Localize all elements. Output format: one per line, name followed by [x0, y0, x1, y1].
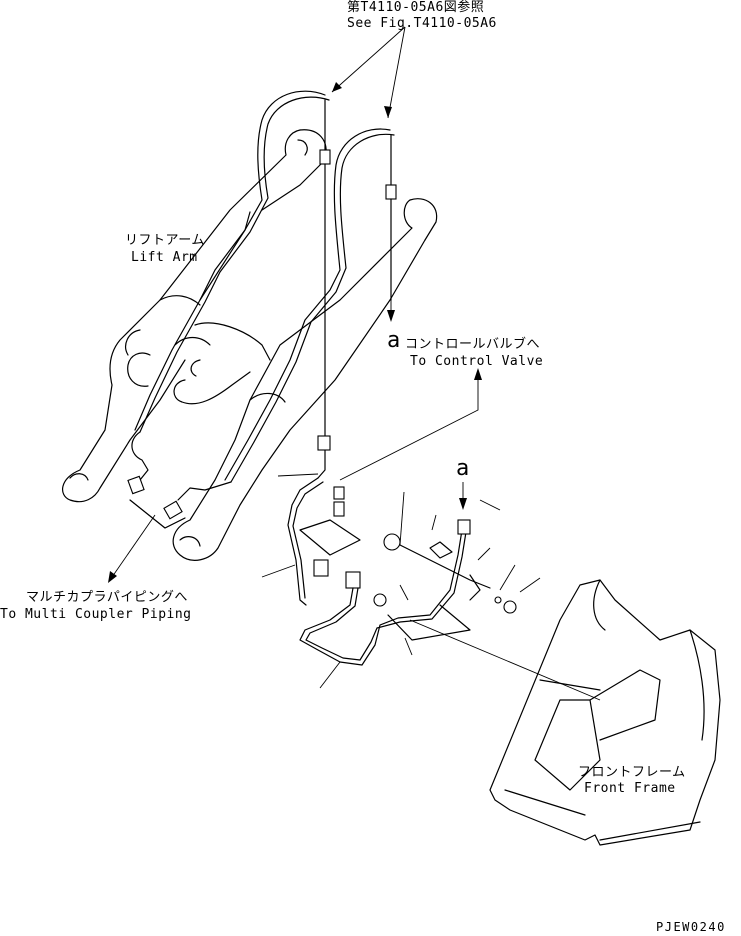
lift-arm-label-jp: リフトアーム — [125, 233, 205, 248]
multi-coupler-label-en: To Multi Coupler Piping — [0, 607, 192, 622]
cross-tube — [173, 322, 271, 405]
hose-left — [134, 90, 331, 441]
lower-piping — [261, 435, 541, 689]
frame-leader — [409, 619, 601, 701]
ref-label-en: See Fig.T4110-05A6 — [347, 16, 497, 31]
front-frame-label-en: Front Frame — [584, 781, 676, 796]
control-valve-label-en: To Control Valve — [410, 354, 544, 369]
lift-arm-left — [62, 129, 327, 503]
marker-a-lower: a — [456, 456, 470, 481]
ref-label-jp: 第T4110-05A6図参照 — [347, 0, 485, 15]
marker-a-upper: a — [387, 328, 401, 353]
hose-right — [224, 128, 397, 483]
front-frame — [489, 579, 721, 846]
front-frame-label-jp: フロントフレーム — [578, 765, 686, 780]
reference-arrows — [108, 26, 482, 583]
drawing-code: PJEW0240 — [656, 920, 726, 934]
control-valve-label-jp: コントロールバルブへ — [405, 337, 541, 352]
lift-arm-label-en: Lift Arm — [131, 250, 198, 265]
lift-arm-right — [172, 198, 438, 561]
multi-coupler-label-jp: マルチカプラパイピングへ — [26, 590, 188, 605]
